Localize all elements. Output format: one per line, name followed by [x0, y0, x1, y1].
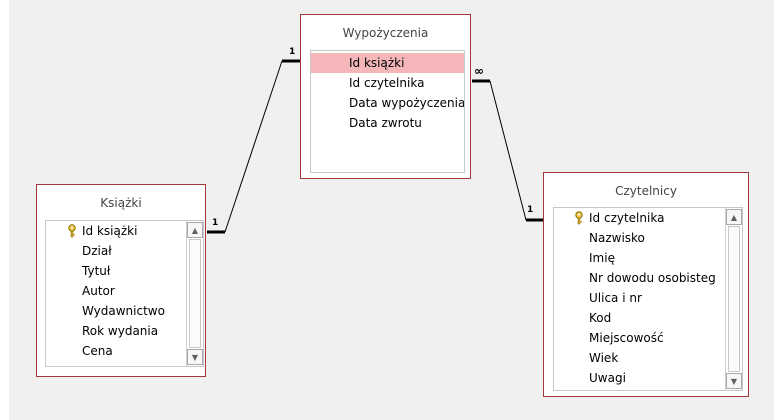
- field-id-ksiazki[interactable]: Id książki: [311, 53, 464, 73]
- table-wypozyczenia[interactable]: Wypożyczenia Id książki Id czytelnika Da…: [300, 14, 471, 179]
- field-nr-dowodu[interactable]: Nr dowodu osobisteg: [589, 271, 716, 285]
- field-autor[interactable]: Autor: [82, 284, 115, 298]
- scroll-down-arrow-icon[interactable]: ▼: [726, 373, 742, 389]
- field-data-wypozyczenia[interactable]: Data wypożyczenia: [349, 96, 465, 110]
- table-title-wypozyczenia: Wypożyczenia: [342, 26, 429, 40]
- field-rok-wydania[interactable]: Rok wydania: [82, 324, 159, 338]
- table-title-ksiazki: Książki: [100, 196, 142, 210]
- cardinality-label: 1: [289, 47, 296, 57]
- field-imie[interactable]: Imię: [589, 251, 615, 265]
- field-data-zwrotu[interactable]: Data zwrotu: [349, 116, 422, 130]
- scrollbar-track[interactable]: [189, 239, 201, 348]
- field-tytul[interactable]: Tytuł: [82, 264, 111, 278]
- cardinality-label: 1: [527, 205, 534, 215]
- key-icon: [68, 224, 76, 238]
- scroll-up-arrow-icon[interactable]: ▲: [726, 209, 742, 225]
- field-id-czytelnika[interactable]: Id czytelnika: [349, 76, 425, 90]
- field-kod[interactable]: Kod: [589, 311, 612, 325]
- field-list-czytelnicy[interactable]: Id czytelnika Nazwisko Imię Nr dowodu os…: [553, 207, 743, 391]
- scrollbar[interactable]: ▲ ▼: [186, 221, 203, 366]
- table-ksiazki[interactable]: Książki Id książki Dział Tytuł Autor Wyd…: [36, 184, 206, 377]
- scroll-up-arrow-icon[interactable]: ▲: [187, 222, 203, 238]
- field-miejscowosc[interactable]: Miejscowość: [589, 331, 664, 345]
- key-icon: [575, 211, 583, 225]
- field-list-wypozyczenia[interactable]: Id książki Id czytelnika Data wypożyczen…: [310, 50, 465, 173]
- scrollbar-track[interactable]: [728, 226, 740, 372]
- field-list-ksiazki[interactable]: Id książki Dział Tytuł Autor Wydawnictwo…: [45, 220, 204, 367]
- field-wiek[interactable]: Wiek: [589, 351, 619, 365]
- field-id-ksiazki-pk[interactable]: Id książki: [82, 224, 138, 238]
- field-id-czytelnika-pk[interactable]: Id czytelnika: [589, 211, 665, 225]
- scroll-down-arrow-icon[interactable]: ▼: [187, 349, 203, 365]
- field-wydawnictwo[interactable]: Wydawnictwo: [82, 304, 165, 318]
- field-nazwisko[interactable]: Nazwisko: [589, 231, 645, 245]
- table-title-czytelnicy: Czytelnicy: [615, 184, 677, 198]
- field-dzial[interactable]: Dział: [82, 244, 112, 258]
- cardinality-label: ∞: [474, 64, 484, 78]
- field-ulica[interactable]: Ulica i nr: [589, 291, 642, 305]
- field-uwagi[interactable]: Uwagi: [589, 371, 626, 385]
- table-czytelnicy[interactable]: Czytelnicy Id czytelnika Nazwisko Imię N…: [543, 172, 749, 397]
- cardinality-label: 1: [212, 218, 219, 228]
- field-cena[interactable]: Cena: [82, 344, 113, 358]
- scrollbar[interactable]: ▲ ▼: [725, 208, 742, 390]
